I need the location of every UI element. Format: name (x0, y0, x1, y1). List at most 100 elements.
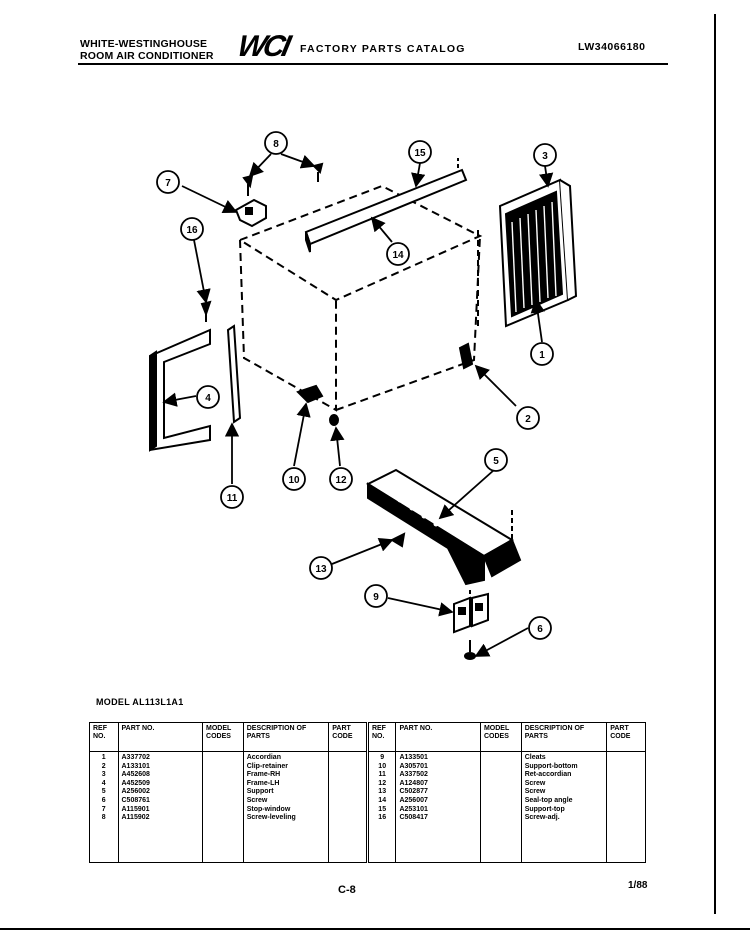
brand-line-1: WHITE-WESTINGHOUSE (80, 38, 208, 50)
callout-11: 11 (220, 485, 244, 509)
leveling-screw-6 (464, 640, 476, 660)
screw-13 (389, 532, 406, 548)
table-cell: A452509 (121, 779, 150, 787)
table-cell: Support-top (524, 805, 565, 813)
revision-date: 1/88 (628, 880, 648, 891)
callout-5: 5 (484, 448, 508, 472)
table-cell: Screw-leveling (246, 814, 296, 822)
table-cell: A124807 (399, 779, 428, 787)
table-header-row: REF NO. PART NO. MODEL CODES DESCRIPTION… (89, 722, 646, 752)
header-ref-no-2: REF NO. (365, 722, 397, 752)
table-cell: A133501 (399, 754, 428, 761)
stop-window-10 (296, 384, 324, 404)
screw-12 (329, 414, 339, 426)
header-part-no-2: PART NO. (395, 722, 481, 752)
svg-text:1: 1 (539, 350, 545, 361)
svg-text:6: 6 (537, 624, 543, 635)
table-cell: C508761 (121, 796, 150, 804)
table-cell: 10 (378, 762, 387, 770)
header-part-code-2: PART CODE (606, 722, 646, 752)
callout-10: 10 (282, 467, 306, 491)
svg-text:13: 13 (315, 564, 327, 575)
table-cell: A256007 (399, 796, 428, 804)
right-description-column: Cleats Support-bottom Ret-accordian Scre… (520, 751, 608, 863)
header-description-2: DESCRIPTION OF PARTS (520, 722, 608, 752)
header-rule (78, 63, 668, 65)
screws-8 (242, 162, 324, 196)
left-part-column: A337702 A133101 A452608 A452509 A256002 … (117, 751, 204, 863)
callout-6: 6 (528, 616, 552, 640)
cabinet-outline (237, 184, 483, 412)
table-cell: Clip-retainer (246, 762, 288, 770)
svg-text:5: 5 (493, 456, 499, 467)
table-cell: A115902 (121, 814, 150, 822)
table-cell: 13 (378, 788, 387, 796)
table-cell: A337702 (121, 754, 150, 761)
left-ref-column: 1 2 3 4 5 6 7 8 (89, 751, 119, 863)
table-cell: A256002 (121, 788, 150, 796)
bracket-2 (458, 342, 474, 370)
svg-text:14: 14 (392, 250, 404, 261)
table-cell: Ret-accordian (524, 771, 572, 779)
table-body-row: 1 2 3 4 5 6 7 8 A337702 A133101 A452608 … (89, 751, 646, 863)
svg-text:3: 3 (542, 151, 548, 162)
page-number: C-8 (338, 884, 356, 896)
table-cell: 4 (101, 779, 106, 787)
callouts: 1 2 3 4 5 6 7 8 9 10 11 12 13 14 15 16 (156, 131, 557, 640)
svg-text:4: 4 (205, 393, 211, 404)
table-cell: A253101 (399, 805, 428, 813)
table-cell: A337502 (399, 771, 428, 779)
table-cell: Frame-LH (246, 779, 280, 787)
table-cell: Screw-adj. (524, 814, 560, 822)
svg-text:16: 16 (186, 225, 198, 236)
right-ref-column: 9 10 11 12 13 14 15 16 (365, 751, 397, 863)
table-cell: 14 (378, 796, 387, 804)
callout-4: 4 (196, 385, 220, 409)
svg-text:15: 15 (414, 148, 426, 159)
callout-16: 16 (180, 217, 204, 241)
table-cell: 1 (101, 754, 106, 761)
brand-block: WHITE-WESTINGHOUSE ROOM AIR CONDITIONER (80, 38, 214, 62)
callout-7: 7 (156, 170, 180, 194)
table-cell: 16 (378, 814, 387, 822)
left-description-column: Accordian Clip-retainer Frame-RH Frame-L… (242, 751, 330, 863)
model-label: MODEL AL113L1A1 (96, 697, 184, 707)
scan-edge-bottom (0, 928, 750, 930)
table-cell: 3 (101, 771, 106, 779)
accordion-panel (477, 178, 578, 328)
header-description: DESCRIPTION OF PARTS (242, 722, 330, 752)
table-cell: C508417 (399, 814, 428, 822)
right-part-column: A133501 A305701 A337502 A124807 C502877 … (395, 751, 481, 863)
header-model-codes-2: MODEL CODES (479, 722, 522, 752)
table-cell: Screw (246, 796, 268, 804)
header-model-codes: MODEL CODES (202, 722, 244, 752)
table-cell: 8 (101, 814, 106, 822)
table-cell: Support (246, 788, 274, 796)
table-cell: 11 (378, 771, 386, 779)
callout-2: 2 (516, 406, 540, 430)
svg-text:12: 12 (335, 475, 347, 486)
table-cell: Screw (524, 788, 546, 796)
table-cell: Accordian (246, 754, 281, 761)
seal-top-angle (304, 158, 468, 253)
callout-13: 13 (309, 556, 333, 580)
left-frame (149, 328, 211, 452)
svg-text:11: 11 (227, 493, 238, 504)
svg-text:10: 10 (288, 475, 300, 486)
parts-table: REF NO. PART NO. MODEL CODES DESCRIPTION… (89, 722, 646, 863)
table-cell: 6 (101, 796, 106, 804)
table-cell: Cleats (524, 754, 546, 761)
table-cell: 12 (378, 779, 387, 787)
table-cell: Seal-top angle (524, 796, 573, 804)
callout-3: 3 (533, 143, 557, 167)
catalog-title: FACTORY PARTS CATALOG (300, 43, 466, 55)
callout-8: 8 (264, 131, 288, 155)
svg-text:7: 7 (165, 178, 171, 189)
table-cell: A115901 (121, 805, 150, 813)
header-part-code: PART CODE (328, 722, 368, 752)
table-cell: A305701 (399, 762, 428, 770)
table-cell: A452608 (121, 771, 150, 779)
cleat-9 (453, 592, 489, 634)
right-model-codes-column (479, 751, 522, 863)
